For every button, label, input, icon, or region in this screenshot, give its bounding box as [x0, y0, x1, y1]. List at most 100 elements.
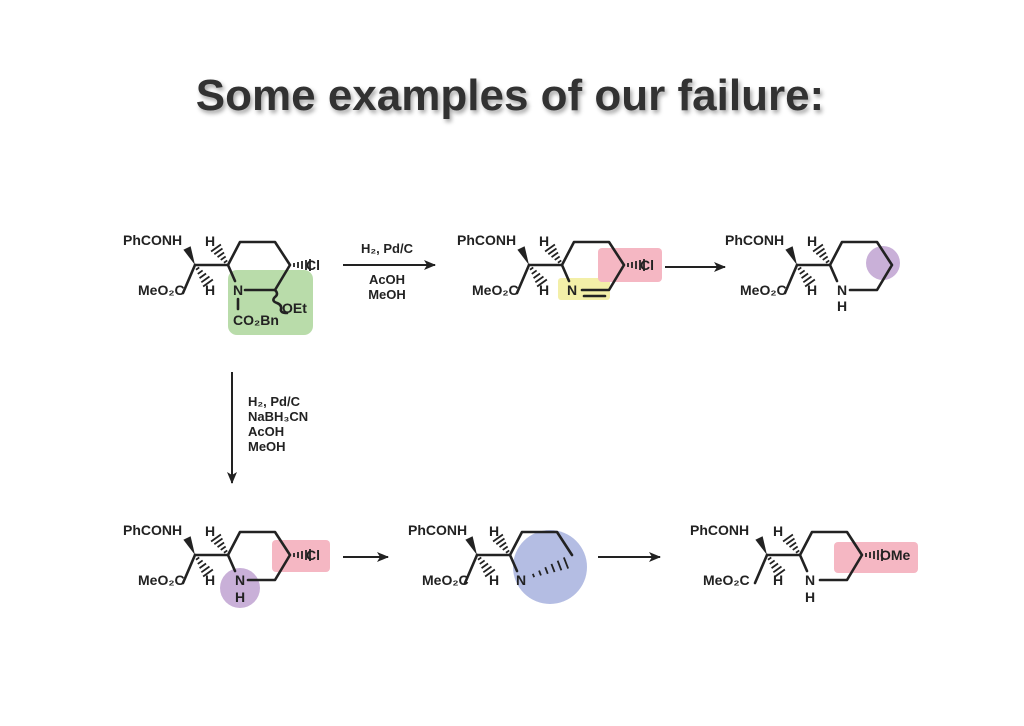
hashed-bond	[531, 269, 538, 275]
label-h: H	[773, 523, 783, 539]
label-meo2c: MeO₂C	[703, 572, 750, 588]
hashed-bond	[547, 247, 558, 256]
label-meo2c: MeO₂C	[138, 282, 185, 298]
hashed-bond	[815, 247, 826, 256]
label-h: H	[489, 523, 499, 539]
hashed-bond	[195, 556, 200, 561]
hashed-bond	[533, 272, 541, 279]
label-meo2c: MeO₂C	[422, 572, 469, 588]
hashed-bond	[223, 549, 228, 554]
hashed-bond	[812, 243, 824, 253]
label-h: H	[837, 298, 847, 314]
molecule-cbz-chloro-aminal: PhCONH MeO₂C H H N Cl OEt CO₂Bn	[123, 232, 320, 328]
molecule-methoxypiperidine: PhCONH MeO₂C H H N H OMe	[690, 522, 911, 605]
hashed-bond	[217, 541, 225, 548]
molecule-chloropiperidine: PhCONH MeO₂C H H N H Cl	[123, 522, 320, 605]
condition-meoh: MeOH	[368, 287, 406, 302]
label-n: N	[235, 572, 245, 588]
label-h: H	[773, 572, 783, 588]
hashed-bond	[213, 537, 224, 546]
label-phconh: PhCONH	[690, 522, 749, 538]
hashed-bond	[557, 259, 562, 264]
hashed-bond	[792, 545, 799, 551]
hashed-bond	[782, 533, 794, 543]
hashed-bond	[801, 272, 809, 279]
hashed-bond	[482, 565, 492, 574]
hashed-bond	[822, 255, 829, 261]
hashed-bond	[819, 251, 827, 258]
label-h: H	[807, 233, 817, 249]
label-phconh: PhCONH	[725, 232, 784, 248]
hashed-bond	[550, 563, 556, 573]
label-oet: OEt	[282, 300, 307, 316]
label-n: N	[837, 282, 847, 298]
hashed-bond	[825, 259, 830, 264]
hashed-bond	[220, 255, 227, 261]
molecule-piperidine: PhCONH MeO₂C H H N H	[725, 232, 894, 314]
hashed-bond	[789, 541, 797, 548]
hashed-bond	[481, 562, 489, 569]
label-cl: Cl	[306, 547, 320, 563]
hashed-bond	[213, 247, 224, 256]
hashed-bond	[802, 275, 812, 284]
wedge-bond	[183, 536, 195, 555]
hashed-bond	[495, 537, 506, 546]
label-h: H	[489, 572, 499, 588]
hashed-bond	[563, 557, 569, 569]
slide-title: Some examples of our failure:	[196, 71, 824, 120]
label-phconh: PhCONH	[123, 522, 182, 538]
hashed-bond	[534, 275, 544, 284]
hashed-bond	[197, 269, 204, 275]
label-h: H	[539, 233, 549, 249]
wedge-bond	[517, 246, 529, 265]
hashed-bond	[499, 541, 507, 548]
label-h: H	[807, 282, 817, 298]
label-phconh: PhCONH	[457, 232, 516, 248]
hashed-bond	[210, 533, 222, 543]
highlight-green-cbz-aminal	[228, 270, 313, 335]
label-n: N	[567, 282, 577, 298]
wedge-bond	[183, 246, 195, 265]
hashed-bond	[551, 251, 559, 258]
condition-h2-pdc: H₂, Pd/C	[361, 241, 414, 256]
label-h: H	[539, 282, 549, 298]
hashed-bond	[797, 266, 802, 271]
hashed-bond	[554, 255, 561, 261]
highlight-purple-dechlorinated	[866, 246, 900, 280]
label-h: H	[235, 589, 245, 605]
hashed-bond	[795, 549, 800, 554]
molecule-bicyclic-aziridinium: PhCONH MeO₂C H H N	[408, 522, 574, 588]
label-n: N	[516, 572, 526, 588]
label-ome: OMe	[880, 547, 911, 563]
label-n: N	[805, 572, 815, 588]
hashed-bond	[769, 559, 776, 565]
hashed-bond	[544, 566, 549, 575]
label-h: H	[205, 572, 215, 588]
hashed-bond	[200, 565, 210, 574]
wedge-bond	[465, 536, 477, 555]
wedge-bond	[785, 246, 797, 265]
hashed-bond	[799, 269, 806, 275]
label-cl: Cl	[306, 257, 320, 273]
hashed-bond	[202, 278, 214, 288]
hashed-bond	[199, 562, 207, 569]
label-phconh: PhCONH	[123, 232, 182, 248]
hashed-bond	[767, 556, 772, 561]
hashed-bond	[492, 533, 504, 543]
hashed-bond	[202, 568, 214, 578]
hashed-bond	[544, 243, 556, 253]
hashed-bond	[771, 562, 779, 569]
label-h: H	[205, 523, 215, 539]
hashed-bond	[477, 556, 482, 561]
hashed-bond	[220, 545, 227, 551]
hashed-bond	[774, 568, 786, 578]
label-co2bn: CO₂Bn	[233, 312, 279, 328]
hashed-bond	[199, 272, 207, 279]
hashed-bond	[505, 549, 510, 554]
hashed-bond	[200, 275, 210, 284]
hashed-bond	[804, 278, 816, 288]
hashed-bond	[223, 259, 228, 264]
hashed-bond	[479, 559, 486, 565]
highlight-pink-chloride	[598, 248, 662, 282]
